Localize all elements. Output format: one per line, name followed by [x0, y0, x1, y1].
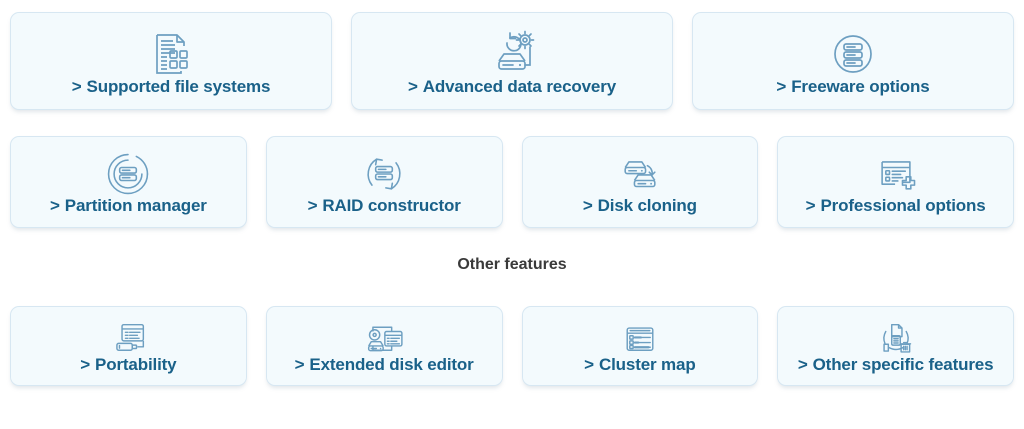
file-cycle-trash-icon: [873, 317, 919, 363]
server-partition-circle-icon: [103, 149, 153, 199]
feature-card-label: > Advanced data recovery: [407, 77, 617, 96]
chevron-right-icon: >: [582, 196, 593, 215]
chevron-right-icon: >: [776, 77, 787, 96]
feature-card-label: > Freeware options: [776, 77, 930, 96]
window-usb-drive-icon: [105, 317, 151, 363]
chevron-right-icon: >: [805, 196, 816, 215]
feature-card-extended-disk-editor[interactable]: > Extended disk editor: [265, 306, 503, 386]
disk-stack-circle-icon: [826, 27, 880, 81]
feature-row-other: > Portability: [0, 306, 1024, 386]
feature-card-partition-manager[interactable]: > Partition manager: [10, 136, 247, 228]
chevron-right-icon: >: [71, 77, 82, 96]
feature-card-label: > Cluster map: [584, 355, 696, 374]
feature-card-professional-options[interactable]: > Professional options: [777, 136, 1014, 228]
server-sync-arrows-icon: [359, 149, 409, 199]
chevron-right-icon: >: [294, 355, 305, 374]
feature-card-advanced-data-recovery[interactable]: > Advanced data recovery: [351, 12, 673, 110]
two-disks-arrow-icon: [615, 149, 665, 199]
feature-card-freeware-options[interactable]: > Freeware options: [692, 12, 1014, 110]
feature-card-cluster-map[interactable]: > Cluster map: [521, 306, 759, 386]
list-plus-icon: [871, 149, 921, 199]
document-grid-icon: [144, 27, 198, 81]
feature-card-raid-constructor[interactable]: > RAID constructor: [265, 136, 503, 228]
feature-card-supported-file-systems[interactable]: > Supported file systems: [10, 12, 332, 110]
disk-refresh-gear-icon: [485, 27, 539, 81]
chevron-right-icon: >: [49, 196, 60, 215]
cluster-table-icon: [617, 317, 663, 363]
feature-card-label: > Professional options: [805, 196, 986, 215]
feature-row-top-1: > Supported file systems: [0, 12, 1024, 110]
feature-card-disk-cloning[interactable]: > Disk cloning: [521, 136, 759, 228]
feature-card-portability[interactable]: > Portability: [10, 306, 247, 386]
feature-card-label: > RAID constructor: [307, 196, 461, 215]
disc-drive-window-icon: [361, 317, 407, 363]
chevron-right-icon: >: [307, 196, 318, 215]
chevron-right-icon: >: [584, 355, 594, 374]
feature-card-label: > Other specific features: [797, 355, 994, 374]
feature-card-label: > Portability: [80, 355, 177, 374]
feature-card-other-specific-features[interactable]: > Other specific features: [777, 306, 1014, 386]
feature-card-label: > Extended disk editor: [294, 355, 474, 374]
chevron-right-icon: >: [80, 355, 91, 374]
feature-card-label: > Disk cloning: [582, 196, 697, 215]
section-heading-other-features: Other features: [457, 256, 567, 273]
feature-card-label: > Partition manager: [49, 196, 207, 215]
chevron-right-icon: >: [407, 77, 418, 96]
chevron-right-icon: >: [797, 355, 808, 374]
feature-card-label: > Supported file systems: [71, 77, 271, 96]
feature-row-top-2: > Partition manager > RAID constructor: [0, 136, 1024, 228]
